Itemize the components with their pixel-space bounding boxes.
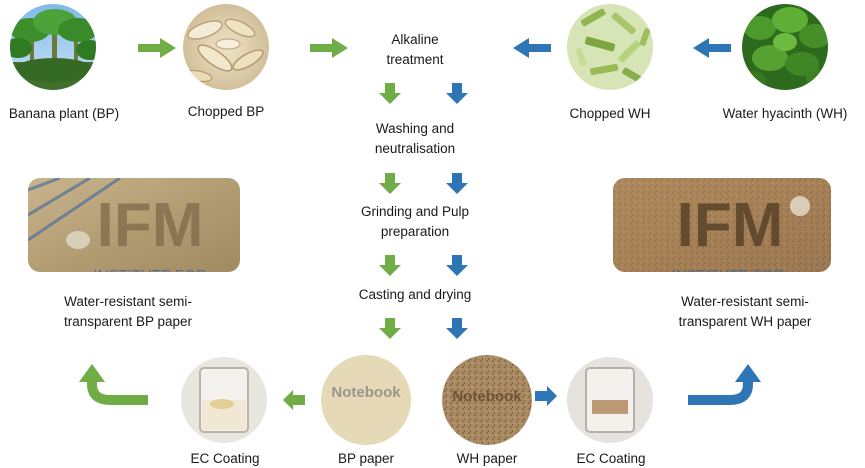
ec-coating-right-photo bbox=[567, 357, 653, 443]
green-arrow-icon bbox=[138, 38, 176, 58]
step-alkaline-line1: Alkaline bbox=[391, 32, 439, 47]
label-ec-coating-right: EC Coating bbox=[576, 451, 646, 466]
notebook-text-bp: Notebook bbox=[331, 384, 401, 401]
label-wh-paper: WH paper bbox=[456, 451, 518, 466]
green-curved-arrow-icon bbox=[79, 364, 148, 405]
bp-paper-photo: Notebook bbox=[321, 355, 411, 445]
bp-paper-product-photo: IFM INSTITUTE FOR bbox=[28, 178, 240, 284]
blue-arrow-icon bbox=[446, 173, 468, 194]
step-casting: Casting and drying bbox=[358, 287, 472, 302]
label-water-hyacinth: Water hyacinth (WH) bbox=[722, 106, 848, 121]
wh-paper-photo: Notebook bbox=[442, 355, 532, 445]
caption-wh-line1: Water-resistant semi- bbox=[681, 294, 809, 309]
chopped-banana-photo bbox=[183, 4, 269, 90]
label-chopped-bp: Chopped BP bbox=[187, 104, 265, 119]
step-washing-line1: Washing and bbox=[375, 121, 455, 136]
blue-arrow-icon bbox=[535, 386, 557, 406]
step-grinding: Grinding and Pulp preparation bbox=[340, 202, 490, 242]
label-ec-coating-left: EC Coating bbox=[190, 451, 260, 466]
ifm-logo-left: IFM bbox=[97, 191, 204, 260]
ifm-logo-right: IFM bbox=[677, 191, 784, 260]
label-chopped-wh: Chopped WH bbox=[569, 106, 651, 121]
step-grinding-line2: preparation bbox=[380, 224, 450, 239]
step-washing-line2: neutralisation bbox=[374, 141, 456, 156]
notebook-text-wh: Notebook bbox=[452, 388, 522, 405]
blue-arrow-icon bbox=[513, 38, 551, 58]
blue-arrow-icon bbox=[446, 318, 468, 339]
green-arrow-icon bbox=[379, 318, 401, 339]
institute-text-right: INSTITUTE FOR bbox=[671, 267, 784, 284]
caption-bp-paper: Water-resistant semi- transparent BP pap… bbox=[38, 292, 218, 332]
caption-wh-line2: transparent WH paper bbox=[678, 314, 812, 329]
chopped-hyacinth-photo bbox=[567, 4, 653, 90]
institute-text-left: INSTITUTE FOR bbox=[93, 267, 206, 284]
step-washing: Washing and neutralisation bbox=[345, 119, 485, 159]
caption-bp-line2: transparent BP paper bbox=[63, 314, 193, 329]
caption-bp-line1: Water-resistant semi- bbox=[64, 294, 192, 309]
green-arrow-icon bbox=[379, 83, 401, 104]
wh-paper-product-photo: IFM INSTITUTE FOR bbox=[613, 178, 831, 284]
step-grinding-line1: Grinding and Pulp bbox=[360, 204, 470, 219]
banana-plant-photo bbox=[10, 4, 96, 90]
green-arrow-icon bbox=[379, 173, 401, 194]
water-hyacinth-photo bbox=[742, 4, 828, 90]
blue-arrow-icon bbox=[693, 38, 731, 58]
blue-arrow-icon bbox=[446, 255, 468, 276]
label-banana-plant: Banana plant (BP) bbox=[8, 106, 120, 121]
blue-curved-arrow-icon bbox=[688, 364, 761, 405]
ec-coating-left-photo bbox=[181, 357, 267, 443]
caption-wh-paper: Water-resistant semi- transparent WH pap… bbox=[650, 292, 840, 332]
step-alkaline-line2: treatment bbox=[386, 52, 444, 67]
blue-arrow-icon bbox=[446, 83, 468, 104]
label-bp-paper: BP paper bbox=[337, 451, 395, 466]
step-alkaline-treatment: Alkaline treatment bbox=[350, 30, 480, 70]
green-arrow-icon bbox=[283, 390, 305, 410]
green-arrow-icon bbox=[310, 38, 348, 58]
green-arrow-icon bbox=[379, 255, 401, 276]
